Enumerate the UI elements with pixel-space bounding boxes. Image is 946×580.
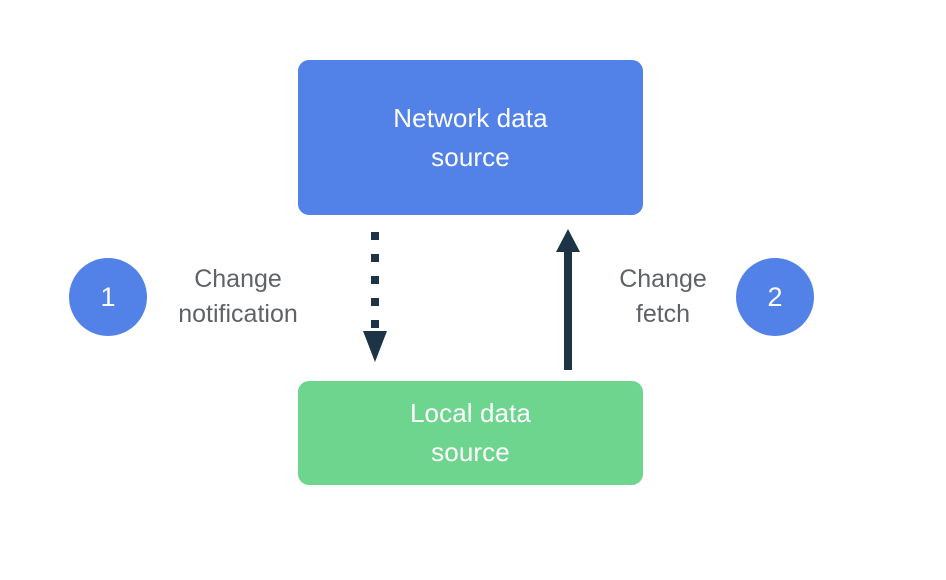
step-badge-1[interactable]: 1	[69, 258, 147, 336]
arrowhead-down-icon	[363, 331, 387, 362]
arrow-shaft	[564, 248, 572, 370]
dotted-line-segments	[371, 232, 379, 328]
node-network-data-source[interactable]: Network data source	[298, 60, 643, 215]
edge-label-change-fetch: Change fetch	[619, 265, 707, 328]
edge-label-change-notification: Change notification	[178, 265, 298, 328]
edge-change-fetch-connector	[556, 229, 580, 370]
step-badge-2[interactable]: 2	[736, 258, 814, 336]
node-network-data-source-label: Network data source	[393, 102, 548, 172]
step-badge-1-label: 1	[100, 281, 116, 312]
node-local-data-source[interactable]: Local data source	[298, 381, 643, 485]
step-badge-2-label: 2	[767, 281, 783, 312]
arrowhead-up-icon	[556, 229, 580, 252]
node-local-data-source-label: Local data source	[410, 398, 531, 467]
